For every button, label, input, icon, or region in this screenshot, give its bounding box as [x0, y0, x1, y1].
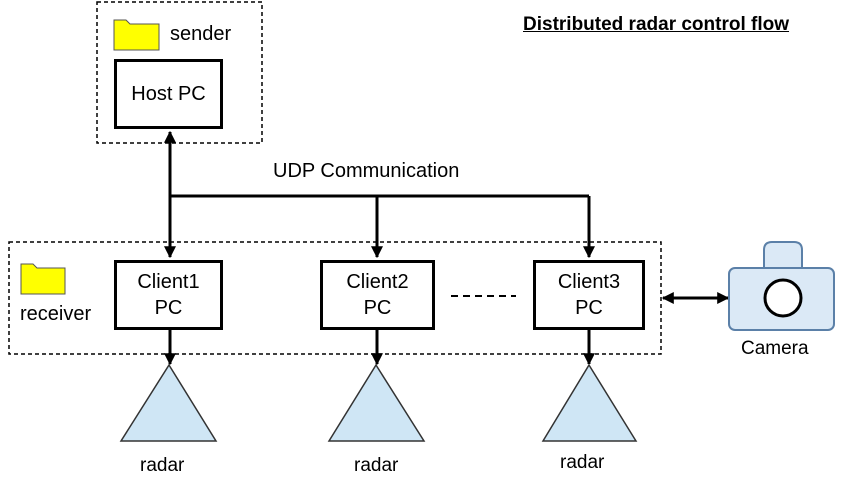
client1-type: PC — [154, 297, 183, 319]
receiver-label: receiver — [20, 303, 92, 325]
sender-group-border — [96, 1, 263, 144]
radar1-label: radar — [140, 455, 185, 476]
radar2-label: radar — [354, 455, 399, 476]
host-pc-node: Host PC — [114, 59, 223, 129]
receiver-group-border — [8, 241, 662, 355]
radar3-label: radar — [560, 452, 605, 473]
camera-icon — [728, 241, 835, 331]
host-pc-label: Host PC — [131, 83, 206, 105]
client2-node: Client2 PC — [320, 260, 435, 330]
radar-icon — [327, 363, 426, 442]
sender-label: sender — [170, 23, 232, 45]
client1-name: Client1 — [137, 271, 200, 293]
folder-icon — [113, 19, 160, 51]
folder-icon — [20, 263, 66, 295]
diagram-title: Distributed radar control flow — [523, 14, 790, 35]
client3-name: Client3 — [557, 271, 621, 293]
camera-label: Camera — [741, 338, 809, 359]
client2-name: Client2 — [346, 271, 409, 293]
radar-icon — [541, 363, 638, 442]
client1-node: Client1 PC — [114, 260, 223, 330]
client3-node: Client3 PC — [533, 260, 645, 330]
client2-type: PC — [363, 297, 392, 319]
udp-label: UDP Communication — [273, 160, 460, 182]
client3-type: PC — [575, 297, 603, 319]
radar-icon — [119, 363, 218, 442]
